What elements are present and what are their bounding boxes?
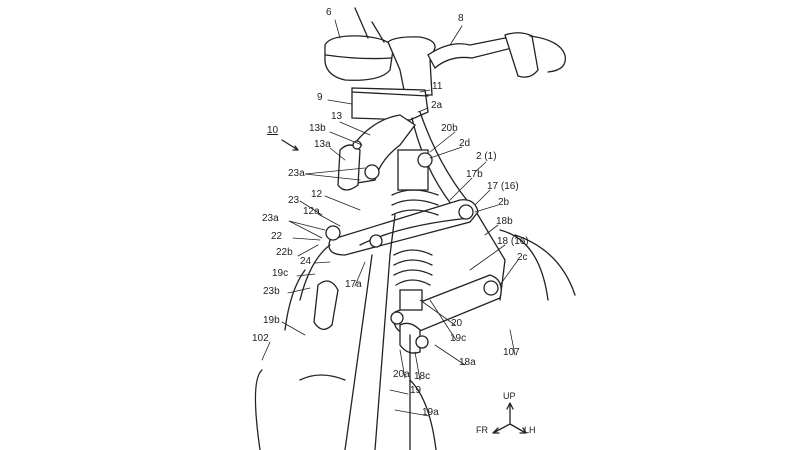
label-9: 9 <box>317 92 323 103</box>
mount-bracket-9 <box>351 87 429 121</box>
label-11: 11 <box>432 81 443 92</box>
label-2c: 2c <box>517 252 528 263</box>
label-24: 24 <box>300 256 312 267</box>
label-19a: 19a <box>422 407 439 418</box>
label-8: 8 <box>458 13 464 24</box>
label-2-1: 2 (1) <box>476 151 497 162</box>
label-23b: 23b <box>263 286 280 297</box>
label-18-16: 18 (16) <box>497 236 529 247</box>
axis-left-label: LH <box>524 425 536 435</box>
label-18b: 18b <box>496 216 513 227</box>
label-10: 10 <box>267 125 279 136</box>
axis-up-label: UP <box>503 391 516 401</box>
axis-front-label: FR <box>476 425 488 435</box>
label-12: 12 <box>311 189 323 200</box>
upper-bracket-13 <box>337 114 416 191</box>
label-23a-lower: 23a <box>262 213 279 224</box>
upper-arm-17 <box>328 199 479 256</box>
label-107: 107 <box>503 347 520 358</box>
meter-unit <box>324 7 394 81</box>
label-19b: 19b <box>263 315 280 326</box>
label-19c-right: 19c <box>450 333 467 344</box>
label-17b: 17b <box>466 169 483 180</box>
label-6: 6 <box>326 7 332 18</box>
leader-lines <box>261 19 519 417</box>
label-23a-upper: 23a <box>288 168 305 179</box>
label-19c-left: 19c <box>272 268 289 279</box>
label-17-16: 17 (16) <box>487 181 519 192</box>
label-20b: 20b <box>441 123 458 134</box>
label-19: 19 <box>410 385 422 396</box>
label-2b: 2b <box>498 197 510 208</box>
label-23: 23 <box>288 195 300 206</box>
label-18a: 18a <box>459 357 476 368</box>
label-2d: 2d <box>459 138 471 149</box>
label-13: 13 <box>331 111 343 122</box>
label-17a: 17a <box>345 279 362 290</box>
label-2a: 2a <box>431 100 443 111</box>
label-20: 20 <box>451 318 463 329</box>
label-12a: 12a <box>303 206 320 217</box>
label-22: 22 <box>271 231 283 242</box>
label-13b: 13b <box>309 123 326 134</box>
label-102: 102 <box>252 333 269 344</box>
label-18c: 18c <box>414 371 431 382</box>
axis-indicator <box>492 402 527 434</box>
front-fork-19 <box>254 214 437 450</box>
label-22b: 22b <box>276 247 293 258</box>
label-20a: 20a <box>393 369 410 380</box>
label-13a: 13a <box>314 139 331 150</box>
handlebar <box>387 32 567 96</box>
pivot-bolts <box>325 140 499 349</box>
